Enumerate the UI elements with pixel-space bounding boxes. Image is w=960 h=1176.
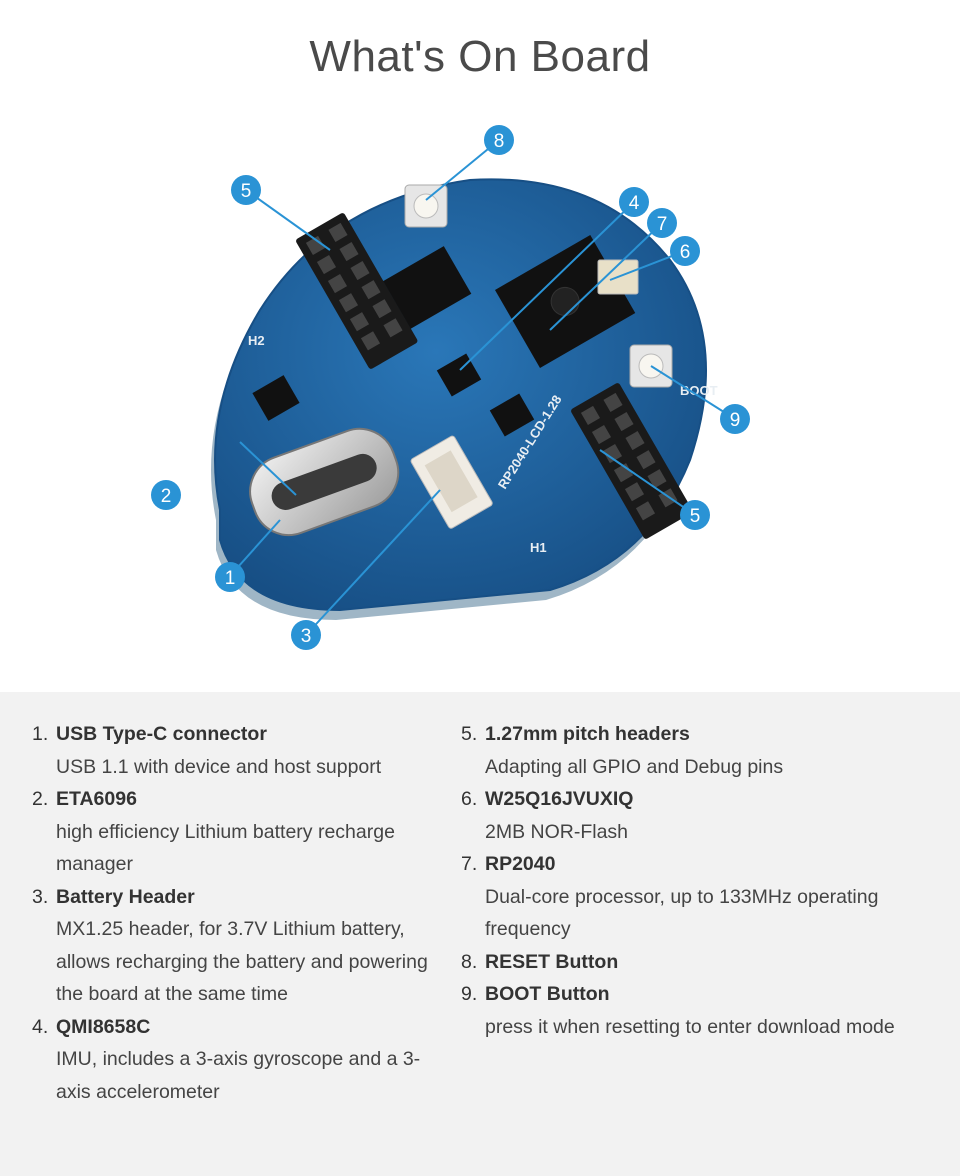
list-item-title: QMI8658C [56, 1015, 151, 1038]
left-pin-header [296, 213, 418, 369]
list-number: 5. [461, 723, 478, 745]
callout-badge-6: 6 [670, 236, 700, 266]
charger-chip [252, 375, 300, 421]
svg-text:5: 5 [690, 506, 701, 527]
list-item-desc: Dual-core processor, up to 133MHz operat… [485, 885, 879, 941]
list-number: 4. [32, 1015, 49, 1038]
list-item: 1. USB Type-C connector USB 1.1 with dev… [32, 718, 442, 783]
list-item: 8. RESET Button [461, 946, 931, 979]
battery-header [410, 435, 493, 529]
list-item-title: W25Q16JVUXIQ [485, 788, 634, 810]
svg-text:4: 4 [629, 193, 640, 214]
callout-badge-4: 4 [619, 187, 649, 217]
callout-badge-8: 8 [484, 125, 514, 155]
list-item-desc: high efficiency Lithium battery recharge… [56, 820, 395, 876]
svg-text:7: 7 [657, 214, 668, 235]
list-number: 3. [32, 885, 49, 908]
list-item-desc: press it when resetting to enter downloa… [485, 1015, 895, 1038]
list-item: 6. W25Q16JVUXIQ 2MB NOR-Flash [461, 783, 931, 848]
silkscreen-boot: BOOT [680, 383, 718, 398]
callout-badge-1: 1 [215, 562, 245, 592]
list-number: 7. [461, 853, 478, 875]
callout-lines [228, 139, 736, 636]
callout-badge-7: 7 [647, 208, 677, 238]
svg-text:2: 2 [161, 486, 172, 507]
svg-text:8: 8 [494, 131, 505, 152]
svg-text:5: 5 [241, 181, 252, 202]
list-item-title: RP2040 [485, 853, 556, 875]
list-item: 7. RP2040 Dual-core processor, up to 133… [461, 848, 931, 946]
callout-badge-5-left: 5 [231, 175, 261, 205]
list-number: 2. [32, 788, 49, 810]
lcd-driver-chip [383, 246, 472, 329]
svg-text:3: 3 [301, 626, 312, 647]
spec-list-left: 1. USB Type-C connector USB 1.1 with dev… [32, 718, 442, 1108]
spec-list-right: 5. 1.27mm pitch headers Adapting all GPI… [461, 718, 931, 1043]
list-item-title: USB Type-C connector [56, 723, 267, 745]
svg-text:9: 9 [730, 410, 741, 431]
page-title: What's On Board [309, 32, 651, 81]
list-item-title: Battery Header [56, 885, 195, 908]
list-number: 6. [461, 788, 478, 810]
list-number: 9. [461, 983, 478, 1005]
list-item-title: RESET Button [485, 950, 619, 973]
list-item-desc: IMU, includes a 3-axis gyroscope and a 3… [56, 1048, 421, 1103]
regulator-chip [489, 393, 535, 437]
svg-text:1: 1 [225, 568, 236, 589]
usb-type-c-connector [249, 427, 400, 537]
right-pin-header [571, 383, 693, 539]
list-item-title: ETA6096 [56, 788, 137, 810]
silkscreen-h2: H2 [248, 333, 265, 348]
list-item-desc: Adapting all GPIO and Debug pins [485, 755, 784, 778]
board-illustration: H2 H1 [151, 125, 750, 650]
callout-badge-2: 2 [151, 480, 181, 510]
silkscreen-h1: H1 [530, 540, 547, 555]
list-item: 3. Battery Header MX1.25 header, for 3.7… [32, 881, 442, 1011]
list-item-title: BOOT Button [485, 983, 610, 1005]
list-item-desc: MX1.25 header, for 3.7V Lithium battery,… [56, 918, 428, 1005]
spec-list-panel: 1. USB Type-C connector USB 1.1 with dev… [0, 692, 960, 1176]
board-photo: H2 H1 [130, 110, 830, 670]
list-item: 5. 1.27mm pitch headers Adapting all GPI… [461, 718, 931, 783]
list-number: 1. [32, 723, 49, 745]
svg-text:6: 6 [680, 242, 691, 263]
list-item-title: 1.27mm pitch headers [485, 723, 690, 745]
list-item: 9. BOOT Button press it when resetting t… [461, 978, 931, 1043]
callout-badge-9: 9 [720, 404, 750, 434]
callout-badge-5-right: 5 [680, 500, 710, 530]
imu-chip [436, 353, 482, 397]
callout-badge-3: 3 [291, 620, 321, 650]
list-item-desc: USB 1.1 with device and host support [56, 755, 382, 778]
list-item-desc: 2MB NOR-Flash [485, 820, 629, 843]
list-item: 2. ETA6096 high efficiency Lithium batte… [32, 783, 442, 881]
list-number: 8. [461, 950, 478, 973]
reset-button [404, 184, 448, 228]
list-item: 4. QMI8658C IMU, includes a 3-axis gyros… [32, 1011, 442, 1109]
